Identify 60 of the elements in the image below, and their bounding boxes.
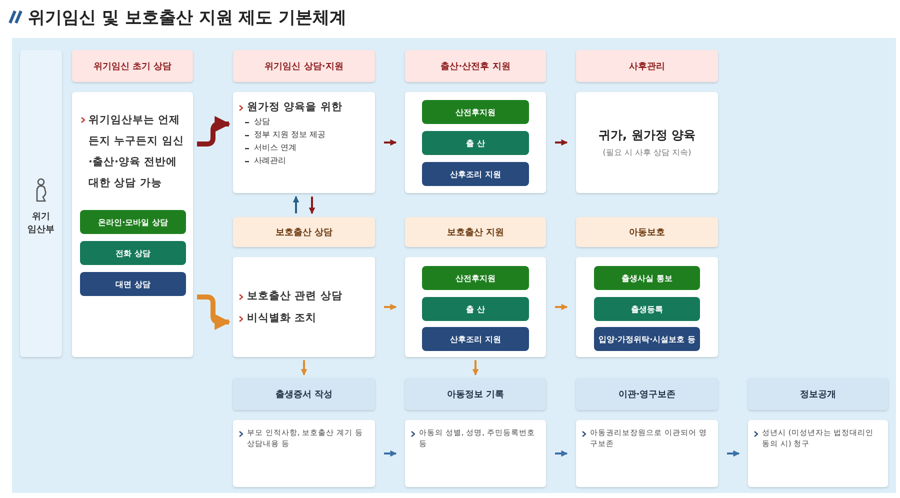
list-item: 서비스 연계 bbox=[254, 142, 297, 154]
list-item: 상담 bbox=[254, 116, 270, 128]
description-text: 원가정 양육을 위한 bbox=[247, 100, 342, 115]
header-box: 위기임신 초기 상담 bbox=[72, 50, 193, 82]
arrow bbox=[197, 294, 231, 330]
arrow bbox=[727, 450, 740, 457]
pill-label: 입양·가정위탁·시설보호 등 bbox=[594, 327, 700, 351]
pill-label: 산전후지원 bbox=[422, 266, 529, 290]
header-box: 아동보호 bbox=[576, 217, 718, 247]
pill-label: 대면 상담 bbox=[80, 272, 186, 296]
header-box: 보호출산 상담 bbox=[233, 217, 375, 247]
content-box bbox=[576, 420, 718, 487]
content-box bbox=[576, 92, 718, 193]
arrow bbox=[384, 304, 397, 310]
arrow bbox=[384, 139, 397, 146]
arrow bbox=[555, 304, 568, 310]
header-box: 보호출산 지원 bbox=[405, 217, 546, 247]
content-box bbox=[405, 257, 546, 357]
pill-label: 출 산 bbox=[422, 131, 529, 155]
content-box bbox=[748, 420, 888, 487]
pill-label: 산전후지원 bbox=[422, 100, 529, 124]
arrow bbox=[555, 139, 568, 146]
content-box bbox=[233, 92, 375, 193]
result-text: 귀가, 원가정 양육 bbox=[598, 127, 696, 144]
header-box: 위기임신 상담·지원 bbox=[233, 50, 375, 82]
side-label: 위기 임산부 bbox=[27, 211, 55, 236]
content-box bbox=[72, 92, 193, 357]
pill-label: 출 산 bbox=[422, 297, 529, 321]
pill-label: 온라인·모바일 상담 bbox=[80, 210, 186, 234]
title: 위기임신 및 보호출산 지원 제도 기본체계 bbox=[28, 7, 347, 29]
header-box: 사후관리 bbox=[576, 50, 718, 82]
header-box: 출산·산전후 지원 bbox=[405, 50, 546, 82]
arrow bbox=[472, 360, 479, 376]
list-item: 정부 지원 정보 제공 bbox=[254, 129, 326, 142]
arrow bbox=[300, 360, 308, 376]
pill-label: 출생등록 bbox=[594, 297, 700, 321]
pill-label: 산후조리 지원 bbox=[422, 162, 529, 186]
pill-label: 산후조리 지원 bbox=[422, 327, 529, 351]
header-box: 정보공개 bbox=[748, 378, 888, 410]
note-text: (필요 시 사후 상담 지속) bbox=[602, 147, 692, 158]
list-item: 사례관리 bbox=[254, 154, 286, 167]
pill-label: 출생사실 통보 bbox=[594, 266, 700, 290]
arrow bbox=[308, 196, 316, 214]
header-box: 출생증서 작성 bbox=[233, 378, 375, 410]
arrow bbox=[555, 450, 568, 457]
description-text: 위기임산부는 언제든지 누구든지 임신·출산·양육 전반에 대한 상담 가능 bbox=[88, 113, 184, 191]
arrow bbox=[292, 196, 300, 214]
content-box bbox=[233, 420, 375, 487]
header-box: 아동정보 기록 bbox=[405, 378, 546, 410]
content-box bbox=[233, 257, 375, 357]
content-box bbox=[405, 420, 546, 487]
pill-label: 전화 상담 bbox=[80, 241, 186, 265]
header-box: 이관·영구보존 bbox=[576, 378, 718, 410]
description-text: 보호출산 관련 상담 bbox=[247, 288, 342, 304]
content-box bbox=[576, 257, 718, 357]
arrow bbox=[384, 450, 397, 457]
arrow bbox=[197, 116, 231, 146]
description-text: 비식별화 조치 bbox=[247, 311, 317, 326]
content-box bbox=[405, 92, 546, 193]
side-panel bbox=[20, 50, 62, 357]
